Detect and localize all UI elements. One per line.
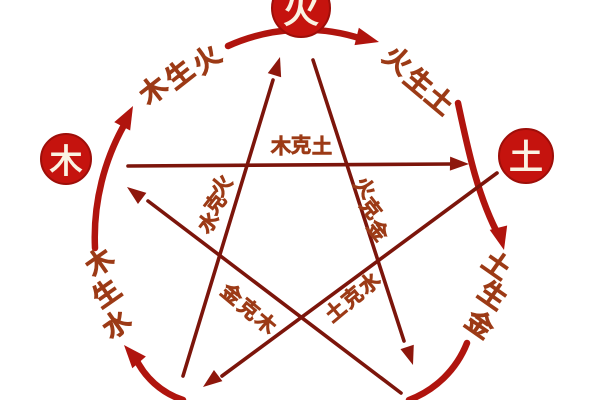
wood-glyph: 木 — [49, 143, 83, 180]
arc-fire-to-earth — [454, 99, 504, 242]
wood-circle — [40, 133, 92, 185]
arrowhead-fire-overcomes-metal-icon — [400, 344, 414, 365]
element-node-earth: 土 — [498, 128, 554, 184]
fire-glyph: 火 — [283, 0, 319, 31]
arrowhead-wood-to-fire-icon — [354, 27, 379, 46]
arc-water-to-wood — [91, 116, 131, 252]
element-node-fire: 火 — [271, 0, 331, 38]
arrowhead-fire-to-earth-icon — [489, 225, 508, 250]
arrowhead-earth-overcomes-water-icon — [203, 369, 223, 387]
arrowhead-metal-to-water-icon — [124, 345, 146, 369]
line-water-overcomes-fire — [181, 78, 275, 378]
line-metal-overcomes-wood — [146, 199, 403, 395]
arrowhead-metal-overcomes-wood-icon — [127, 187, 147, 205]
fire-circle — [271, 0, 331, 38]
element-node-wood: 木 — [40, 133, 92, 185]
arrowhead-water-overcomes-fire-icon — [267, 57, 282, 78]
earth-glyph: 土 — [509, 139, 543, 177]
line-fire-overcomes-metal — [311, 58, 406, 343]
line-wood-overcomes-earth — [126, 162, 454, 168]
arrowhead-wood-overcomes-earth-icon — [449, 156, 469, 171]
arrowhead-water-to-wood-icon — [114, 106, 133, 131]
earth-circle — [498, 128, 554, 184]
arc-earth-to-metal — [405, 339, 471, 400]
arc-metal-to-water — [131, 353, 187, 400]
line-earth-overcomes-water — [220, 171, 499, 378]
